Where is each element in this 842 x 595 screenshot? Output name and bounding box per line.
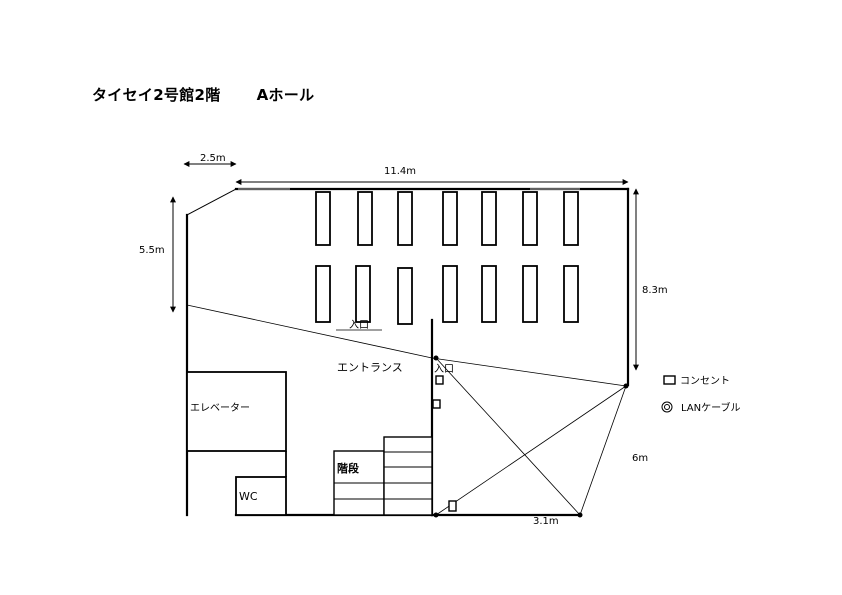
diagonal-cable xyxy=(435,357,581,516)
floor-plan-title: タイセイ2号館2階 Aホール xyxy=(92,84,314,105)
wall-top-left-slant xyxy=(186,188,237,216)
dim-label-left: 5.5m xyxy=(139,245,165,256)
dim-label-top-left: 2.5m xyxy=(200,153,226,164)
desk xyxy=(563,265,579,323)
wc-room xyxy=(235,476,287,516)
diagonal-cable xyxy=(435,385,627,516)
legend-lan-icon xyxy=(661,401,673,413)
outlet-marker xyxy=(435,375,444,385)
corner-point xyxy=(577,512,583,518)
dim-label-diagonal: 6m xyxy=(632,453,648,464)
corner-point xyxy=(623,383,629,389)
desk xyxy=(481,191,497,246)
side-door-label: 入口 xyxy=(434,364,454,375)
desk xyxy=(481,265,497,323)
dim-label-right: 8.3m xyxy=(642,285,668,296)
entrance-label: エントランス xyxy=(337,361,403,374)
stairs-label: 階段 xyxy=(337,461,359,475)
divider-line-left xyxy=(186,304,433,359)
building-name: タイセイ2号館2階 xyxy=(92,86,221,104)
desk xyxy=(315,265,331,323)
legend-lan-icon-inner xyxy=(664,404,670,410)
entrance-door-label: 入口 xyxy=(349,320,369,331)
elevator-room xyxy=(186,371,287,452)
divider-line-right xyxy=(431,357,627,387)
corner-point xyxy=(433,355,439,361)
diagonal-wall-right xyxy=(579,385,627,516)
desk xyxy=(442,191,458,246)
hall-name: Aホール xyxy=(256,86,315,104)
outlet-marker xyxy=(448,500,457,512)
dim-label-bottom-right: 3.1m xyxy=(533,516,559,527)
legend-lan-label: LANケーブル xyxy=(681,401,741,414)
desk xyxy=(357,191,373,246)
desk xyxy=(563,191,579,246)
desk xyxy=(522,191,538,246)
desk xyxy=(397,267,413,325)
outlet-marker xyxy=(432,399,441,409)
wc-label: WC xyxy=(239,490,258,503)
desk xyxy=(442,265,458,323)
desk xyxy=(522,265,538,323)
desk xyxy=(315,191,331,246)
legend-outlet-icon xyxy=(663,375,676,385)
dim-label-top: 11.4m xyxy=(384,166,416,177)
corner-point xyxy=(433,512,439,518)
desk xyxy=(355,265,371,323)
stairs-block xyxy=(383,436,433,516)
legend-outlet-label: コンセント xyxy=(680,375,730,387)
desk xyxy=(397,191,413,246)
elevator-label: エレベーター xyxy=(190,402,250,414)
